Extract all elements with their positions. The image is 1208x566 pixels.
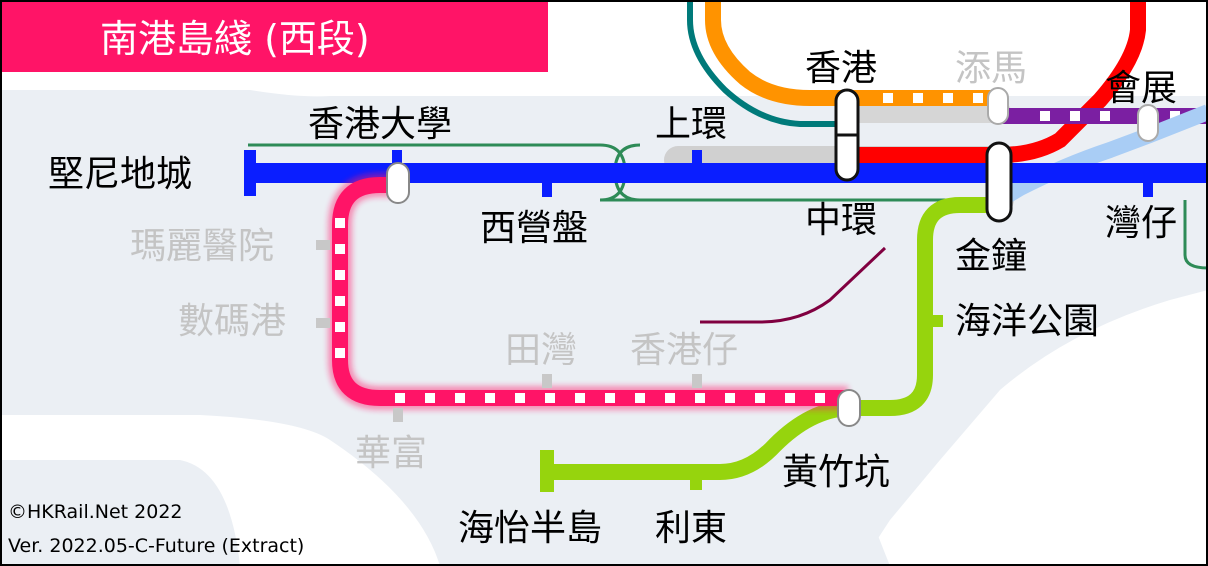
wong-chuk-hang-pill — [837, 389, 861, 427]
station-label-hku: 香港大學 — [308, 104, 452, 145]
station-label-sheung-wan: 上環 — [655, 104, 727, 145]
island-line-ticks — [392, 150, 1153, 197]
tung-chung-line-dashes — [883, 93, 983, 103]
tim-ma-pill — [987, 87, 1009, 125]
south-island-line-west-dashes — [335, 218, 825, 403]
hku-interchange-pill — [386, 162, 410, 204]
station-label-sai-ying-pun: 西營盤 — [480, 208, 588, 249]
station-label-wong-chuk-hang: 黃竹坑 — [782, 452, 890, 493]
station-label-queen-mary: 瑪麗醫院 — [130, 226, 274, 267]
admiralty-interchange-pill — [985, 141, 1013, 223]
station-label-lei-tung: 利東 — [655, 508, 727, 549]
south-horizons-terminus — [540, 450, 554, 492]
station-label-admiralty: 金鐘 — [955, 236, 1027, 277]
south-island-line-east-branch — [548, 400, 849, 480]
tsuen-wan-line — [846, 0, 1146, 163]
island-lower — [0, 460, 240, 566]
station-label-central: 中環 — [805, 200, 877, 241]
station-label-tin-wan: 田灣 — [505, 330, 577, 371]
copyright-text: ©HKRail.Net 2022 — [8, 501, 183, 523]
walkway-link — [700, 246, 887, 324]
south-island-line-west — [332, 177, 848, 406]
station-label-cyberport: 數碼港 — [178, 301, 286, 342]
lei-tung-tick — [690, 472, 702, 490]
station-label-ocean-park: 海洋公園 — [955, 301, 1099, 342]
title-banner — [0, 0, 548, 72]
map-title: 南港島綫 (西段) — [100, 17, 370, 61]
airport-express-line — [687, 0, 845, 127]
east-rail-line-dashes — [1040, 111, 1180, 121]
landmass — [0, 90, 1208, 566]
station-label-south-horizons: 海怡半島 — [458, 508, 602, 549]
station-label-kennedy-town: 堅尼地城 — [48, 154, 192, 195]
station-label-wah-fu: 華富 — [355, 433, 427, 474]
station-label-exhibition-centre: 會展 — [1105, 68, 1177, 109]
station-label-tim-ma: 添馬 — [955, 48, 1027, 89]
tung-chung-line — [705, 0, 998, 106]
exhibition-centre-pill — [1137, 104, 1159, 142]
station-label-hong-kong: 香港 — [805, 48, 877, 89]
future-station-ticks — [316, 240, 702, 422]
station-label-aberdeen: 香港仔 — [630, 330, 738, 371]
version-text: Ver. 2022.05-C-Future (Extract) — [8, 535, 304, 557]
south-island-line-east — [848, 197, 1000, 416]
kennedy-town-terminus — [244, 150, 256, 196]
station-label-wan-chai: 灣仔 — [1105, 203, 1177, 244]
ocean-park-tick — [925, 315, 943, 327]
